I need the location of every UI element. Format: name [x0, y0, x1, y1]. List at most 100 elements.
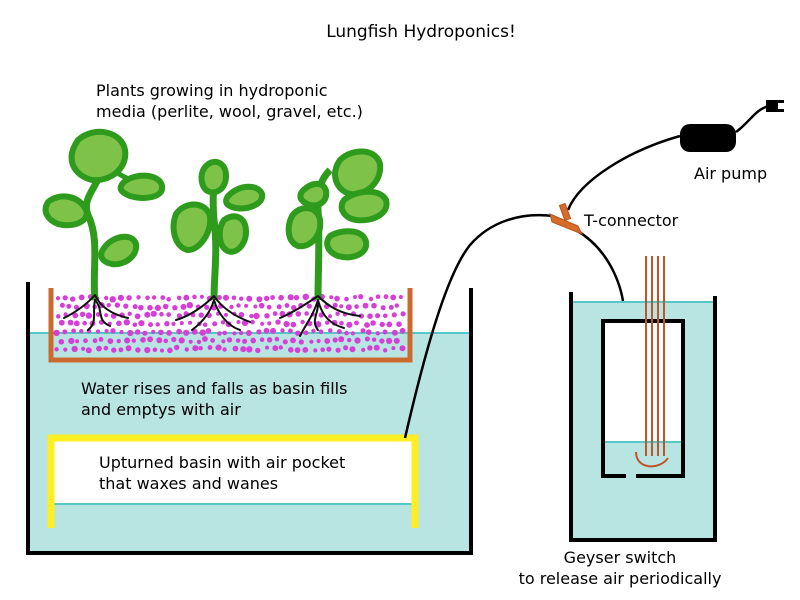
- media-dot: [172, 305, 178, 311]
- media-dot: [74, 304, 79, 310]
- plants-label-line-1: Plants growing in hydroponic: [96, 81, 328, 100]
- media-dot: [388, 304, 394, 310]
- media-dot: [334, 295, 340, 302]
- media-dot: [220, 320, 226, 325]
- media-dot: [270, 295, 275, 300]
- media-dot: [398, 295, 403, 299]
- diagram-title: Lungfish Hydroponics!: [326, 22, 516, 42]
- media-dot: [62, 329, 68, 335]
- media-dot: [147, 304, 153, 311]
- media-dot: [216, 295, 222, 300]
- geyser-label: Geyser switch to release air periodicall…: [500, 547, 740, 589]
- media-dot: [222, 347, 227, 352]
- media-dot: [54, 347, 59, 352]
- media-dot: [151, 329, 156, 334]
- media-dot: [375, 331, 380, 336]
- media-dot: [361, 347, 366, 352]
- media-dot: [184, 347, 189, 352]
- media-dot: [154, 304, 161, 311]
- media-dot: [293, 294, 300, 301]
- media-dot: [311, 328, 316, 333]
- media-dot: [375, 294, 381, 300]
- media-dot: [156, 337, 163, 344]
- media-dot: [370, 320, 376, 326]
- water-label-line-1: Water rises and falls as basin fills: [81, 379, 348, 398]
- media-dot: [162, 303, 169, 310]
- media-dot: [109, 296, 116, 303]
- media-dot: [320, 347, 326, 353]
- media-dot: [391, 329, 398, 336]
- media-dot: [302, 293, 309, 300]
- media-dot: [328, 328, 333, 333]
- media-dot: [274, 336, 280, 342]
- media-dot: [72, 312, 79, 319]
- media-dot: [245, 330, 252, 336]
- media-dot: [253, 312, 260, 320]
- media-dot: [329, 295, 334, 300]
- water-label-line-2: and emptys with air: [81, 400, 241, 419]
- media-dot: [152, 347, 158, 353]
- media-dot: [176, 313, 183, 319]
- media-dot: [232, 345, 239, 352]
- media-dot: [160, 348, 164, 353]
- media-dot: [295, 330, 301, 336]
- plant-1-leaf-left: [42, 193, 90, 229]
- media-dot: [235, 338, 241, 343]
- media-dot: [354, 320, 359, 326]
- media-dot: [343, 345, 349, 351]
- geyser-label-line-2: to release air periodically: [518, 569, 722, 588]
- media-dot: [399, 327, 406, 334]
- media-dot: [256, 296, 263, 303]
- media-dot: [266, 337, 273, 343]
- media-dot: [373, 344, 380, 351]
- media-dot: [111, 347, 117, 353]
- media-dot: [300, 319, 305, 325]
- media-dot: [236, 303, 241, 308]
- media-dot: [246, 346, 253, 353]
- media-dot: [298, 339, 304, 345]
- media-dot: [151, 295, 157, 300]
- media-dot: [59, 302, 65, 308]
- media-dot: [70, 296, 76, 302]
- media-dot: [210, 338, 216, 343]
- media-dot: [166, 297, 171, 302]
- media-dot: [278, 294, 284, 301]
- tube-basin-to-connector: [403, 213, 554, 439]
- media-dot: [132, 304, 138, 310]
- media-dot: [83, 338, 88, 344]
- media-dot: [280, 328, 285, 333]
- media-dot: [309, 339, 314, 344]
- media-dot: [123, 303, 129, 309]
- media-dot: [265, 345, 269, 350]
- media-dot: [354, 304, 359, 309]
- media-dot: [134, 313, 141, 320]
- media-dot: [104, 328, 109, 334]
- media-dot: [291, 305, 297, 311]
- media-dot: [78, 294, 85, 301]
- media-dot: [229, 304, 234, 310]
- media-dot: [250, 337, 256, 344]
- plant-3-leaf-top: [332, 148, 384, 198]
- media-dot: [371, 337, 377, 342]
- media-dot: [140, 337, 146, 343]
- media-dot: [81, 346, 86, 351]
- media-dot: [338, 336, 345, 343]
- media-dot: [58, 319, 65, 326]
- media-dot: [325, 320, 330, 325]
- media-dot: [391, 346, 396, 351]
- media-dot: [127, 329, 134, 337]
- media-dot: [155, 322, 160, 327]
- media-dot: [279, 310, 286, 317]
- media-dot: [231, 295, 237, 301]
- plant-2-leaf-left: [170, 201, 214, 253]
- media-dot: [125, 345, 132, 352]
- media-dot: [344, 296, 349, 302]
- media-dot: [186, 302, 193, 309]
- media-dot: [272, 345, 279, 352]
- media-dot: [164, 321, 170, 327]
- media-dot: [75, 339, 80, 344]
- media-dot: [259, 337, 265, 343]
- plant-1: [42, 128, 166, 301]
- media-dot: [160, 295, 166, 300]
- media-dot: [368, 296, 374, 302]
